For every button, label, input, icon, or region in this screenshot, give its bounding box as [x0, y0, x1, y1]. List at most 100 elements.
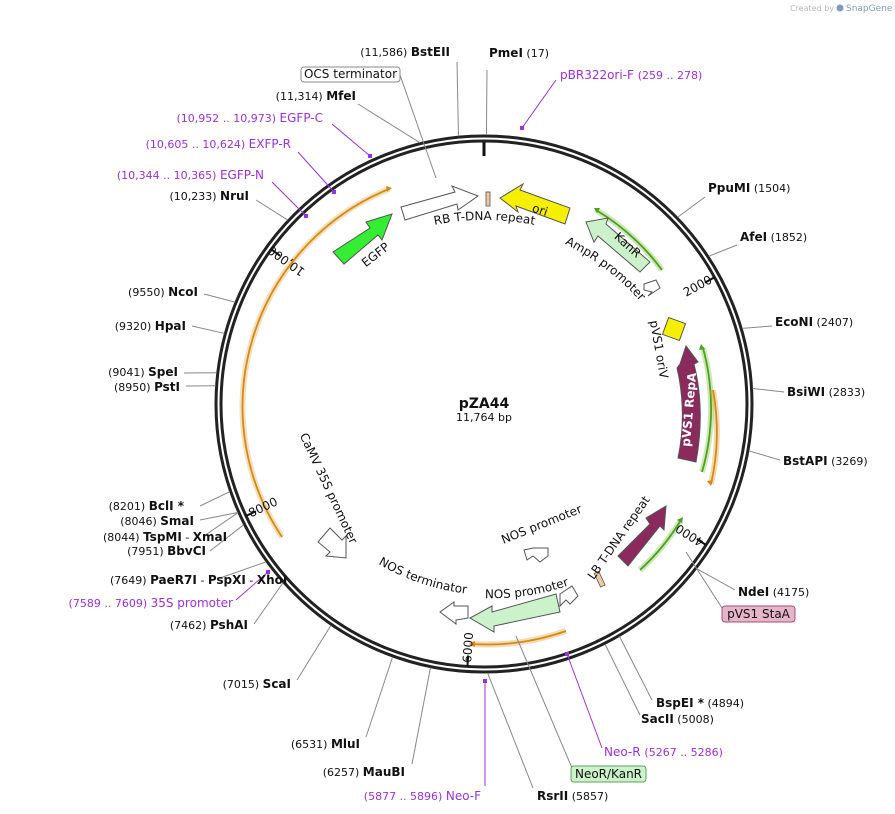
primer-exfp-r[interactable]: (10,605 .. 10,624) EXFP-R [146, 137, 291, 151]
feature-box [300, 66, 401, 83]
primer-leader-line [566, 653, 603, 749]
enzyme-leader-line [696, 568, 736, 591]
enzyme-site-pshai[interactable]: (7462) PshAI [170, 618, 248, 632]
enzyme-leader-line [357, 103, 421, 144]
enzyme-site-smai[interactable]: (8046) SmaI [120, 514, 194, 528]
feature-label-nos-promoter-upper: NOS promoter [499, 502, 584, 547]
tick-mark [466, 655, 470, 667]
enzyme-site-ndei[interactable]: NdeI (4175) [738, 585, 809, 599]
enzyme-site-ppumi[interactable]: PpuMI (1504) [708, 181, 790, 195]
primer-site-marker [483, 679, 487, 683]
enzyme-site-econi[interactable]: EcoNI (2407) [775, 315, 853, 329]
plasmid-name: pZA44 [459, 396, 510, 412]
tick-label: 4000 [673, 521, 706, 549]
enzyme-leader-line [296, 624, 332, 681]
snapgene-credit: Created by SnapGene [790, 4, 893, 14]
enzyme-site-tspmi[interactable]: (8044) TspMI - XmaI [103, 530, 227, 544]
primer-neo-r[interactable]: Neo-R (5267 .. 5286) [604, 745, 723, 759]
primer-35s-promoter[interactable]: (7589 .. 7609) 35S promoter [69, 596, 234, 610]
box-leader-line [685, 551, 723, 609]
feature-camv-35s-promoter[interactable] [317, 527, 347, 559]
feature-nos-promoter-upper[interactable] [523, 547, 549, 563]
feature-egfp[interactable] [332, 213, 393, 265]
box-leader-line [399, 74, 437, 179]
enzyme-leader-line [456, 61, 459, 137]
feature-label-nos-terminator: NOS terminator [377, 554, 468, 596]
feature-nos-promoter-lower[interactable] [559, 585, 579, 608]
enzyme-site-bspei[interactable]: BspEI * (4894) [656, 696, 744, 710]
enzyme-leader-line [255, 199, 289, 221]
primer-egfp-n[interactable]: (10,344 .. 10,365) EGFP-N [117, 168, 264, 182]
enzyme-site-spei[interactable]: (9041) SpeI [108, 365, 178, 379]
enzyme-site-bbvci[interactable]: (7951) BbvCI [127, 544, 206, 558]
feature-rb-tdna-repeat[interactable] [400, 185, 491, 221]
feature-pvs1-oriv[interactable] [661, 316, 687, 342]
tick-mark [245, 510, 257, 517]
tick-mark [704, 276, 715, 284]
enzyme-leader-line [752, 387, 785, 393]
feature-nos-terminator[interactable] [439, 601, 469, 625]
enzyme-site-scai[interactable]: (7015) ScaI [223, 677, 291, 691]
enzyme-site-maubi[interactable]: (6257) MauBI [323, 765, 405, 779]
enzyme-leader-line [203, 512, 239, 537]
feature-label-ori: ori [530, 201, 549, 219]
enzyme-site-paer7i[interactable]: (7649) PaeR7I - PspXI - XhoI [110, 573, 287, 587]
credit-brand: SnapGene [846, 4, 893, 14]
feature-box [721, 605, 796, 623]
enzyme-leader-line [411, 667, 431, 765]
enzyme-leader-line [604, 643, 641, 716]
tick-label: 2000 [681, 273, 715, 300]
primer-leader-line [521, 79, 557, 129]
enzyme-site-bcli[interactable]: (8201) BclI * [109, 499, 185, 513]
enzyme-site-nrui[interactable]: (10,233) NruI [169, 189, 249, 203]
primer-pbr322ori-f[interactable]: pBR322ori-F (259 .. 278) [560, 68, 702, 82]
enzyme-leader-line [253, 582, 284, 625]
boxed-label-ocs-terminator[interactable]: OCS terminator [304, 67, 397, 81]
enzyme-leader-line [209, 524, 244, 552]
tick-mark [270, 248, 281, 257]
credit-text: Created by [790, 4, 834, 13]
feature-pvs1-repa[interactable] [676, 344, 701, 463]
enzyme-site-mlui[interactable]: (6531) MluI [291, 737, 360, 751]
boxed-label-pvs1-staa[interactable]: pVS1 StaA [727, 607, 791, 621]
enzyme-site-psti[interactable]: (8950) PstI [114, 380, 180, 394]
feature-kanr[interactable] [585, 217, 651, 273]
enzyme-leader-line [677, 196, 706, 218]
plasmid-size: 11,764 bp [456, 411, 512, 424]
enzyme-leader-lines [183, 61, 785, 789]
enzyme-site-sacii[interactable]: SacII (5008) [641, 712, 714, 726]
enzyme-leader-line [219, 561, 267, 579]
enzyme-site-hpai[interactable]: (9320) HpaI [115, 319, 186, 333]
annotation-arcs [239, 186, 720, 648]
feature-ampr-promoter[interactable] [643, 279, 661, 297]
enzyme-site-mfei[interactable]: (11,314) MfeI [276, 89, 356, 103]
primer-egfp-c[interactable]: (10,952 .. 10,973) EGFP-C [176, 111, 323, 125]
enzyme-site-rsrii[interactable]: RsrII (5857) [537, 789, 608, 803]
enzyme-leader-line [203, 293, 236, 303]
feature-neor-kanr[interactable] [468, 593, 561, 633]
primer-site-marker [520, 126, 524, 130]
enzyme-leader-line [708, 244, 738, 257]
enzyme-site-ncoi[interactable]: (9550) NcoI [128, 285, 198, 299]
feature-box [570, 765, 647, 783]
enzyme-site-bstapi[interactable]: BstAPI (3269) [783, 454, 868, 468]
enzyme-site-bsiwi[interactable]: BsiWI (2833) [787, 385, 865, 399]
primer-site-marker [332, 190, 336, 194]
feature-lb-tdna-repeat[interactable] [593, 505, 667, 588]
enzyme-site-afei[interactable]: AfeI (1852) [740, 230, 807, 244]
enzyme-leader-line [191, 325, 225, 334]
primer-site-marker [304, 214, 308, 218]
primer-neo-f[interactable]: (5877 .. 5896) Neo-F [364, 789, 481, 803]
enzyme-leader-line [199, 511, 238, 521]
feature-ori[interactable] [499, 182, 571, 225]
feature-label-rb-tdna: RB T-DNA repeat [433, 209, 537, 228]
primer-leader-line [331, 123, 371, 157]
enzyme-site-bsteii[interactable]: (11,586) BstEII [360, 45, 450, 59]
feature-label-camv-35s: CaMV 35S promoter [297, 431, 361, 546]
tick-mark [696, 538, 707, 546]
feature-label-nos-promoter-lower: NOS promoter [485, 575, 570, 601]
boxed-label-neor-kanr[interactable]: NeoR/KanR [575, 767, 642, 781]
backbone-outer-strand [214, 134, 754, 674]
enzyme-site-pmei[interactable]: PmeI (17) [489, 46, 549, 60]
